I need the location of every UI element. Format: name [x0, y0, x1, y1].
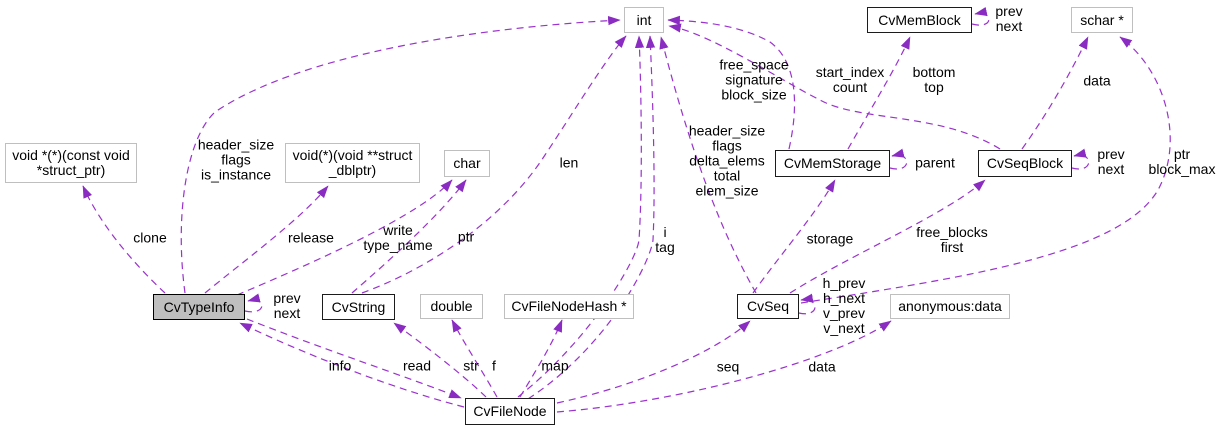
edge-filenode-string: [393, 322, 487, 398]
edge-label-release: release: [288, 229, 334, 246]
edge-label-filenode-data: data: [808, 358, 836, 375]
edge-typeinfo-filenode: [246, 318, 462, 399]
node-clone-fn: void *(*)(const void*struct_ptr): [5, 143, 137, 183]
node-cvfilenodehash: CvFileNodeHash *: [504, 294, 634, 319]
edge-label-seq: seq: [716, 358, 740, 375]
edge-filenode-int-tag: [527, 35, 656, 400]
node-cvseqblock-label: CvSeqBlock: [986, 155, 1064, 171]
edge-typeinfo-release: [204, 185, 329, 294]
node-char: char: [444, 150, 490, 177]
edge-seqblock-self: [1071, 148, 1090, 170]
edge-memstorage-int: [667, 15, 796, 150]
node-cvseq-label: CvSeq: [746, 298, 790, 314]
edge-seq-schar: [800, 36, 1171, 304]
edge-string-char: [351, 179, 467, 294]
node-double: double: [420, 294, 483, 319]
node-cvseq[interactable]: CvSeq: [737, 294, 799, 319]
edge-seqblock-int: [668, 23, 1001, 150]
node-cvmemblock-label: CvMemBlock: [878, 11, 961, 28]
edge-seq-self: [798, 293, 816, 315]
edge-memstorage-memblock: [847, 36, 911, 150]
edge-filenode-anon: [556, 320, 892, 413]
edge-seq-memstorage: [752, 179, 836, 294]
node-char-label: char: [453, 155, 481, 171]
node-cvstring[interactable]: CvString: [322, 294, 395, 320]
node-cvtypeinfo-label: CvTypeInfo: [163, 298, 235, 315]
edge-label-storage: storage: [806, 230, 854, 247]
edge-label-str: str: [463, 357, 479, 374]
node-cvfilenode[interactable]: CvFileNode: [465, 398, 555, 425]
edge-label-read: read: [402, 357, 432, 374]
edge-filenode-seq: [556, 320, 751, 404]
node-cvmemstorage[interactable]: CvMemStorage: [775, 150, 890, 177]
edge-seq-seqblock: [789, 179, 986, 294]
edge-filenode-int-i: [517, 35, 645, 398]
node-schar-label: schar *: [1080, 11, 1124, 28]
edge-typeinfo-int: [180, 16, 621, 294]
node-cvseqblock[interactable]: CvSeqBlock: [978, 150, 1072, 177]
edge-label-ptr: ptr: [457, 228, 475, 245]
edge-label-parent: parent: [915, 154, 955, 171]
edge-label-map: map: [541, 357, 569, 374]
edge-filenode-typeinfo: [239, 322, 465, 408]
node-schar: schar *: [1071, 7, 1133, 33]
node-int: int: [624, 7, 664, 33]
edge-label-f: f: [492, 357, 496, 374]
node-release-fn-label: void(*)(void **struct_dblptr): [292, 147, 413, 178]
node-anonymous-data-label: anonymous:data: [898, 298, 1002, 314]
edge-seqblock-schar: [1021, 36, 1089, 150]
node-int-label: int: [636, 11, 652, 28]
node-cvfilenodehash-label: CvFileNodeHash *: [511, 298, 627, 314]
edge-typeinfo-clone: [82, 185, 166, 294]
node-cvfilenode-label: CvFileNode: [473, 403, 547, 419]
edge-memstorage-self: [889, 148, 908, 170]
node-clone-fn-label: void *(*)(const void*struct_ptr): [12, 147, 130, 178]
node-cvtypeinfo: CvTypeInfo: [153, 294, 245, 320]
node-cvmemblock[interactable]: CvMemBlock: [867, 7, 972, 33]
edge-label-len: len: [559, 154, 579, 171]
edge-label-seqblock-data: data: [1083, 72, 1111, 89]
node-double-label: double: [430, 298, 473, 314]
edge-label-info: info: [328, 357, 352, 374]
edge-memblock-self: [971, 7, 990, 26]
node-cvstring-label: CvString: [331, 298, 386, 315]
edge-label-clone: clone: [133, 229, 167, 246]
edge-seq-int: [659, 36, 757, 294]
node-release-fn: void(*)(void **struct_dblptr): [285, 143, 420, 183]
edge-typeinfo-self: [244, 293, 263, 313]
node-anonymous-data: anonymous:data: [890, 294, 1010, 319]
node-cvmemstorage-label: CvMemStorage: [783, 155, 882, 171]
